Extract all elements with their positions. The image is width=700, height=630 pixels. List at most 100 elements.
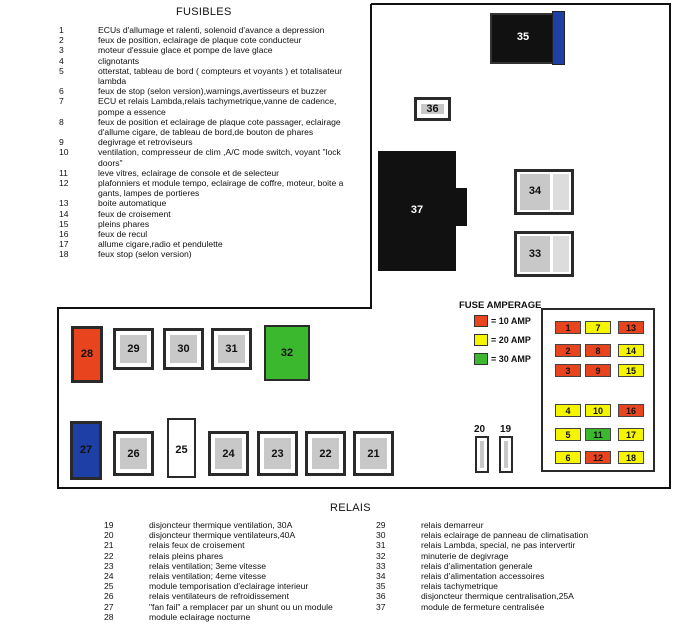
relay-list-item: 25 module temporisation d'eclairage inter… [104, 581, 374, 591]
module-37-label: 37 [410, 204, 424, 216]
relay-number: 19 [104, 520, 114, 530]
relay-number: 25 [104, 581, 114, 592]
legend-swatch-10amp [474, 315, 488, 327]
relay-description: module temporisation d'eclairage interie… [149, 581, 309, 592]
relay-description: disjoncteur thermique ventilation, 30A [149, 520, 293, 530]
fuse-10: 10 [585, 404, 611, 417]
fuse-15: 15 [618, 364, 644, 377]
relay-description: module eclairage nocturne [149, 611, 251, 622]
relais-title: RELAIS [330, 502, 371, 514]
relay-33-body [520, 236, 550, 272]
relay-description: relais d'alimentation accessoires [421, 571, 545, 582]
fuse-11: 11 [585, 428, 611, 441]
fuse-7: 7 [585, 321, 611, 334]
relay-description: relais ventilation; 3eme vitesse [149, 560, 267, 571]
legend-label-10amp: = 10 AMP [491, 316, 531, 326]
relay-list-item: 29 relais demarreur [376, 520, 676, 530]
relay-34-label: 34 [528, 185, 542, 197]
legend-title: FUSE AMPERAGE [459, 300, 542, 311]
relay-number: 29 [376, 520, 386, 530]
relay-description: relais tachymetrique [421, 581, 498, 592]
relay-21-label: 21 [367, 447, 380, 460]
relay-29: 29 [113, 328, 154, 370]
relay-number: 32 [376, 550, 386, 561]
relay-list-item: 27"fan fail" a remplacer par un shunt ou… [104, 602, 374, 612]
relay-number: 24 [104, 571, 114, 582]
relay-24: 24 [208, 431, 249, 476]
relay-list-item: 24 relais ventilation; 4eme vitesse [104, 571, 374, 581]
relay-number: 31 [376, 540, 386, 551]
fuse-list-item: 9 degivrage et retroviseurs [59, 137, 359, 147]
relay-description: relais Lambda, special, ne pas intervert… [421, 540, 576, 551]
legend-label-20amp: = 20 AMP [491, 335, 531, 345]
fuse-description: ECU et relais Lambda,relais tachymetriqu… [98, 96, 337, 117]
relay-list-item: 19 disjoncteur thermique ventilation, 30A [104, 520, 374, 530]
relay-33-tab [553, 236, 569, 272]
fuse-list-item: 5 otterstat, tableau de bord ( compteurs … [59, 66, 359, 86]
fuse-18: 18 [618, 451, 644, 464]
fuse-list-item: 14 feux de croisement [59, 209, 359, 219]
fuse-number: 3 [59, 45, 64, 56]
relay-description: relais pleins phares [149, 550, 224, 561]
relay-35-label: 35 [516, 31, 530, 43]
relay-30-label: 30 [177, 343, 190, 355]
fuse-number: 14 [59, 208, 69, 219]
relay-23: 23 [257, 431, 298, 476]
relay-number: 26 [104, 591, 114, 602]
module-37-tab [455, 188, 467, 226]
fuse-5: 5 [555, 428, 581, 441]
relay-description: relais d'alimentation generale [421, 560, 533, 571]
fuse-description: moteur d'essuie glace et pompe de lave g… [98, 45, 273, 56]
breaker-20-label: 20 [474, 424, 486, 435]
fuse-9: 9 [585, 364, 611, 377]
relay-description: relais ventilation; 4eme vitesse [149, 571, 267, 582]
relay-list-item: 34 relais d'alimentation accessoires [376, 571, 676, 581]
relay-number: 34 [376, 571, 386, 582]
relay-number: 30 [376, 530, 386, 541]
relay-22-label: 22 [319, 447, 332, 460]
fuse-number: 1 [59, 25, 64, 35]
fuse-description: clignotants [98, 55, 140, 66]
fuse-number: 13 [59, 198, 69, 209]
fuse-description: otterstat, tableau de bord ( compteurs e… [98, 65, 343, 87]
relay-23-label: 23 [271, 447, 284, 460]
relay-description: "fan fail" a remplacer par un shunt ou u… [149, 601, 333, 612]
breaker-20 [475, 436, 489, 473]
relay-list-item: 31 relais Lambda, special, ne pas interve… [376, 540, 676, 550]
fuse-2: 2 [555, 344, 581, 357]
fuse-description: degivrage et retroviseurs [98, 137, 193, 148]
fuse-description: feux stop (selon version) [98, 249, 192, 260]
fuse-description: feux de croisement [98, 208, 171, 219]
fuse-description: pleins phares [98, 218, 150, 229]
relay-27-label: 27 [79, 444, 93, 456]
fuse-number: 11 [59, 167, 68, 178]
relay-33-label: 33 [528, 248, 542, 260]
fuse-number: 9 [59, 137, 64, 148]
relay-36-label: 36 [426, 103, 439, 115]
relay-number: 37 [376, 601, 386, 612]
relay-24-label: 24 [222, 447, 235, 460]
fuse-description: boite automatique [98, 198, 167, 209]
fuse-number: 5 [59, 65, 64, 76]
fuse-number: 7 [59, 96, 64, 107]
fuse-number: 6 [59, 86, 64, 97]
relay-list-item: 22 relais pleins phares [104, 551, 374, 561]
relay-number: 22 [104, 550, 114, 561]
relay-number: 20 [104, 530, 114, 541]
relay-36: 36 [414, 97, 451, 121]
relay-description: relais demarreur [421, 520, 484, 530]
relay-29-label: 29 [127, 343, 140, 355]
